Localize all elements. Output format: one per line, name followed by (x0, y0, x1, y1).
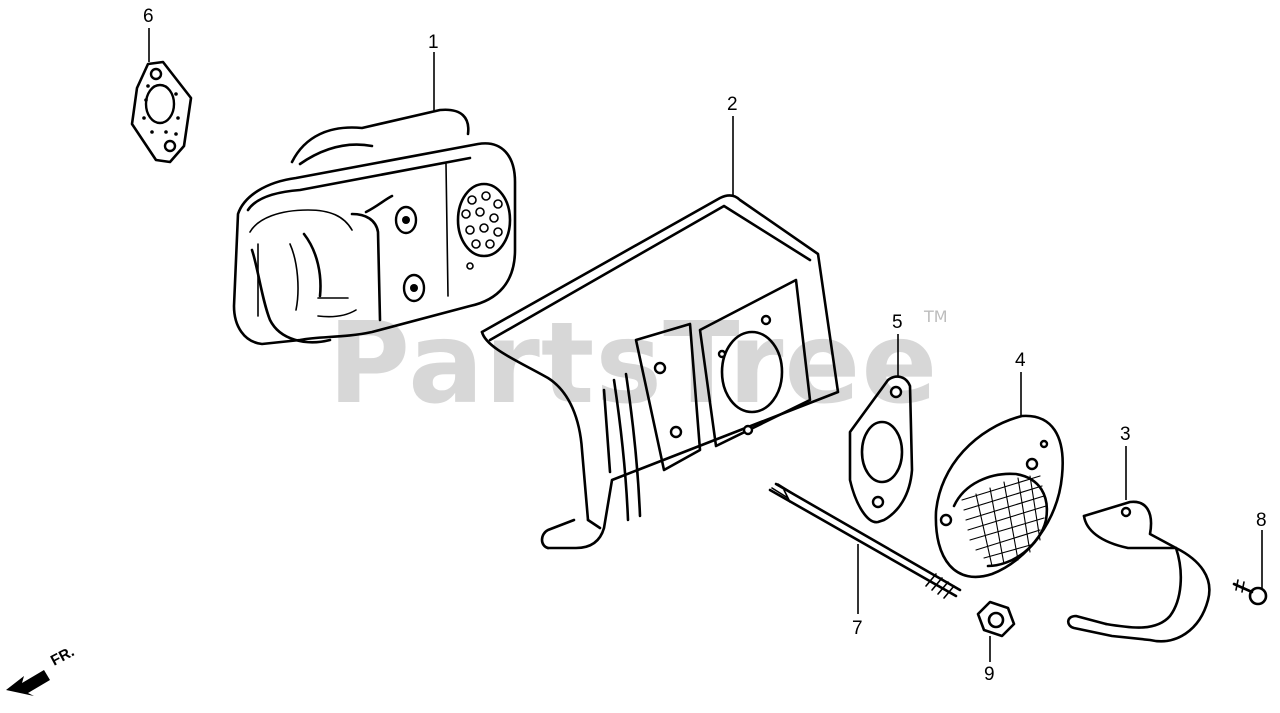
callout-3[interactable]: 3 (1120, 424, 1131, 445)
part-4-spark-arrester[interactable] (934, 414, 1064, 579)
part-9-nut[interactable] (976, 600, 1016, 638)
callout-1[interactable]: 1 (428, 32, 439, 53)
front-label: FR. (48, 643, 77, 669)
part-3-deflector[interactable] (1066, 500, 1211, 643)
part-7-stud-bolt[interactable] (768, 482, 962, 599)
part-8-screw[interactable] (1232, 579, 1268, 606)
callout-6[interactable]: 6 (143, 6, 154, 27)
leader-lines (148, 28, 1263, 662)
part-6-gasket[interactable] (130, 60, 193, 164)
callout-9[interactable]: 9 (984, 664, 995, 685)
callout-2[interactable]: 2 (727, 94, 738, 115)
trademark-text: TM (923, 307, 948, 326)
callout-5[interactable]: 5 (892, 312, 903, 333)
callout-8[interactable]: 8 (1256, 510, 1267, 531)
part-1-muffler[interactable] (232, 108, 517, 346)
callout-7[interactable]: 7 (852, 618, 863, 639)
part-5-gasket[interactable] (848, 375, 914, 524)
front-direction-arrow: FR. (6, 643, 77, 696)
part-2-protector[interactable] (480, 194, 840, 550)
watermark-text: PartsTree (328, 299, 938, 429)
callout-4[interactable]: 4 (1015, 350, 1026, 371)
